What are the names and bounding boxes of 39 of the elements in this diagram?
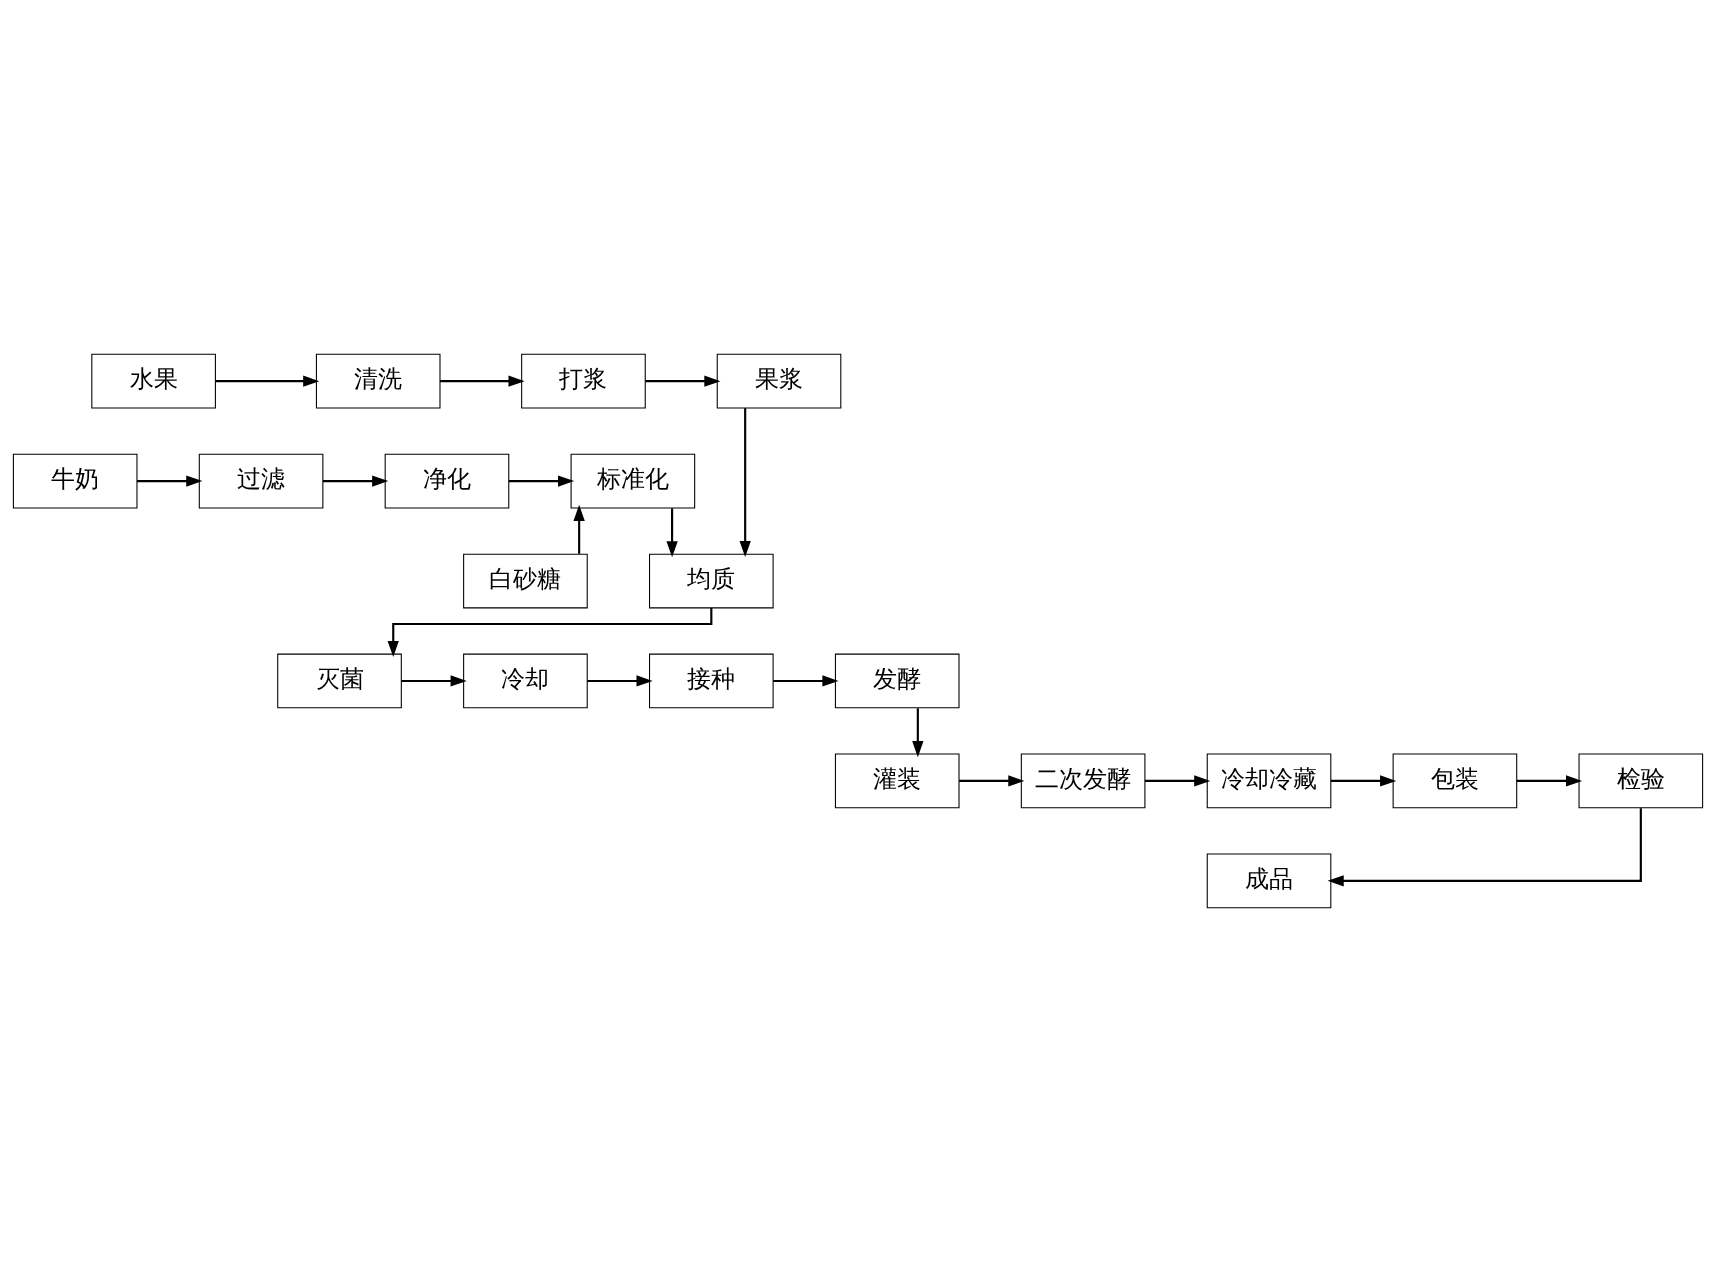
node-box: 牛奶 xyxy=(12,453,138,509)
arrow xyxy=(912,708,924,758)
node-box: 标准化 xyxy=(570,453,696,509)
node-box: 包装 xyxy=(1392,753,1518,809)
node-box: 果浆 xyxy=(716,353,842,409)
node-box: 清洗 xyxy=(315,353,441,409)
arrow xyxy=(573,504,585,554)
arrow xyxy=(739,408,751,558)
node-box: 二次发酵 xyxy=(1020,753,1146,809)
node-box: 净化 xyxy=(384,453,510,509)
node-box: 冷却冷藏 xyxy=(1206,753,1332,809)
node-box: 过滤 xyxy=(198,453,324,509)
arrow xyxy=(645,375,721,387)
node-box: 灭菌 xyxy=(277,653,402,709)
node-box: 成品 xyxy=(1206,853,1332,909)
arrow xyxy=(1516,775,1583,787)
arrow xyxy=(959,775,1025,787)
node-box: 均质 xyxy=(649,553,774,609)
arrow xyxy=(215,375,320,387)
node-box: 打浆 xyxy=(521,353,646,409)
arrow xyxy=(508,475,575,487)
arrow xyxy=(773,675,839,687)
arrow xyxy=(1330,775,1397,787)
node-box: 接种 xyxy=(649,653,774,709)
node-box: 检验 xyxy=(1578,753,1704,809)
node-box: 水果 xyxy=(91,353,216,409)
arrow xyxy=(1327,808,1642,887)
arrow xyxy=(401,675,467,687)
arrow xyxy=(323,475,389,487)
node-box: 灌装 xyxy=(834,753,960,809)
arrow xyxy=(440,375,525,387)
arrow xyxy=(137,475,203,487)
arrow xyxy=(1145,775,1211,787)
node-box: 冷却 xyxy=(463,653,588,709)
node-box: 白砂糖 xyxy=(463,553,588,609)
arrow xyxy=(387,608,713,658)
arrow xyxy=(666,508,678,558)
arrow xyxy=(587,675,653,687)
node-box: 发酵 xyxy=(834,653,960,709)
